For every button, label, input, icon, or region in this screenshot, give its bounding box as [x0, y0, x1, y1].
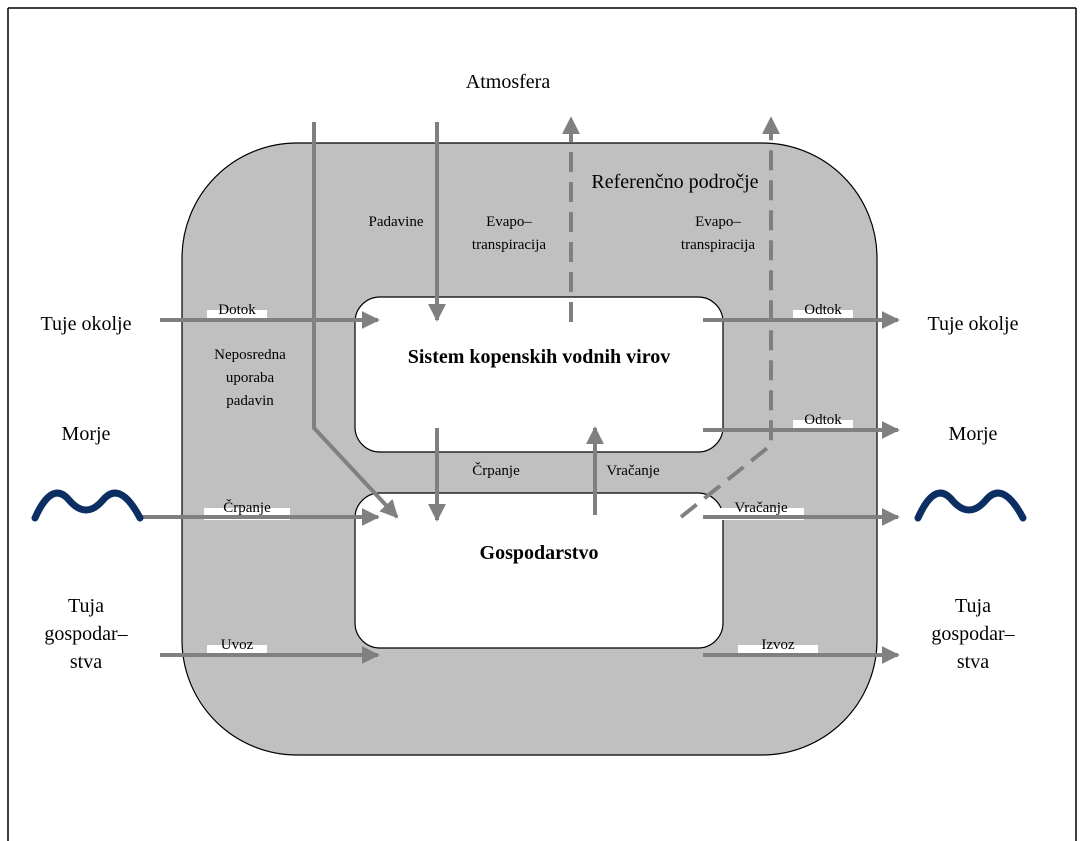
return-label: Vračanje [606, 463, 660, 479]
abstraction-label: Črpanje [472, 462, 520, 479]
direct-precipitation-use-arrow [312, 122, 399, 519]
abstraction-from-sea-label: Črpanje [223, 499, 271, 516]
label-backdrop [738, 645, 818, 655]
inflow-label: Dotok [218, 302, 256, 318]
outflow-label-1: Odtok [804, 302, 842, 318]
direct-use-label-1: Neposredna [214, 347, 286, 363]
foreign-environment-left-label: Tuje okolje [41, 313, 132, 335]
direct-use-label-3: padavin [226, 393, 274, 409]
foreign-economies-right-label-1: Tuja [955, 595, 991, 617]
inland-water-system-box [354, 296, 724, 453]
direct-use-label-2: uporaba [226, 370, 275, 386]
economy-label: Gospodarstvo [480, 542, 599, 564]
label-backdrop [793, 420, 853, 430]
sea-left-label: Morje [62, 423, 111, 445]
return-to-sea-label: Vračanje [734, 500, 788, 516]
sea-wave-right-icon [914, 489, 1027, 522]
inland-water-system-label: Sistem kopenskih vodnih virov [408, 346, 671, 368]
import-label: Uvoz [221, 637, 254, 653]
evapotranspiration-label-1a: Evapo– [486, 214, 532, 230]
foreign-economies-right-label-2: gospodar– [931, 623, 1015, 645]
label-backdrop [793, 310, 853, 320]
atmosphere-label: Atmosfera [466, 71, 551, 93]
precipitation-label: Padavine [369, 214, 424, 230]
sea-wave-left-icon [31, 489, 144, 522]
label-backdrop [207, 645, 267, 655]
evapotranspiration-label-2a: Evapo– [695, 214, 741, 230]
reference-area-label: Referenčno področje [591, 171, 758, 193]
label-backdrop [207, 310, 267, 320]
foreign-environment-right-label: Tuje okolje [928, 313, 1019, 335]
outflow-label-2: Odtok [804, 412, 842, 428]
foreign-economies-left-label-3: stva [70, 651, 102, 673]
evapotranspiration-arrow-2 [679, 116, 780, 519]
foreign-economies-left-label-2: gospodar– [44, 623, 128, 645]
export-label: Izvoz [761, 637, 795, 653]
foreign-economies-left-label-1: Tuja [68, 595, 104, 617]
evapotranspiration-label-1b: transpiracija [472, 237, 546, 253]
evapotranspiration-label-2b: transpiracija [681, 237, 755, 253]
foreign-economies-right-label-3: stva [957, 651, 989, 673]
economy-box [354, 492, 724, 649]
sea-right-label: Morje [949, 423, 998, 445]
